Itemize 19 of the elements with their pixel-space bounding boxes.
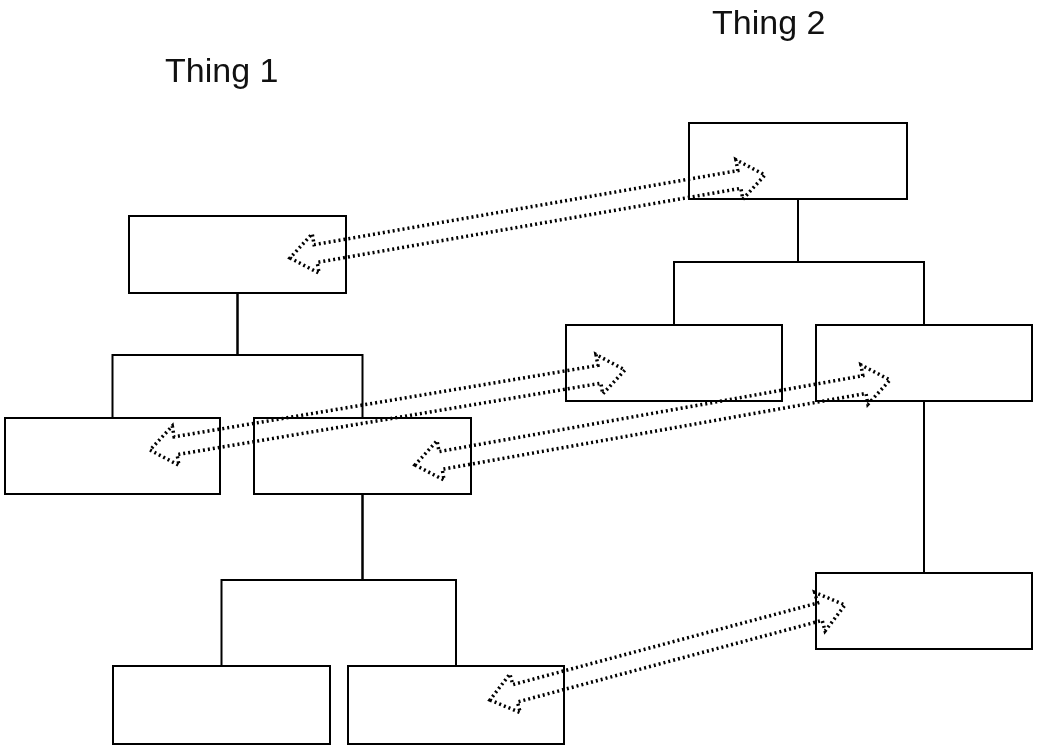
- empty-box: [815, 572, 1033, 650]
- connector-line: [923, 401, 925, 573]
- connector-line: [361, 494, 457, 666]
- group-heading: Thing 1: [165, 50, 279, 91]
- empty-box: [347, 665, 565, 745]
- dotted-double-arrow: [487, 589, 848, 716]
- group-heading: Thing 2: [712, 2, 826, 43]
- dotted-double-arrow: [287, 156, 768, 277]
- empty-box: [253, 417, 472, 495]
- empty-box: [112, 665, 331, 745]
- empty-box: [688, 122, 908, 200]
- dotted-double-arrow: [147, 351, 628, 469]
- empty-box: [128, 215, 347, 294]
- empty-box: [4, 417, 221, 495]
- connector-line: [236, 293, 364, 418]
- dotted-double-arrow: [412, 361, 893, 484]
- empty-box: [565, 324, 783, 402]
- empty-box: [815, 324, 1033, 402]
- connector-line: [797, 199, 925, 325]
